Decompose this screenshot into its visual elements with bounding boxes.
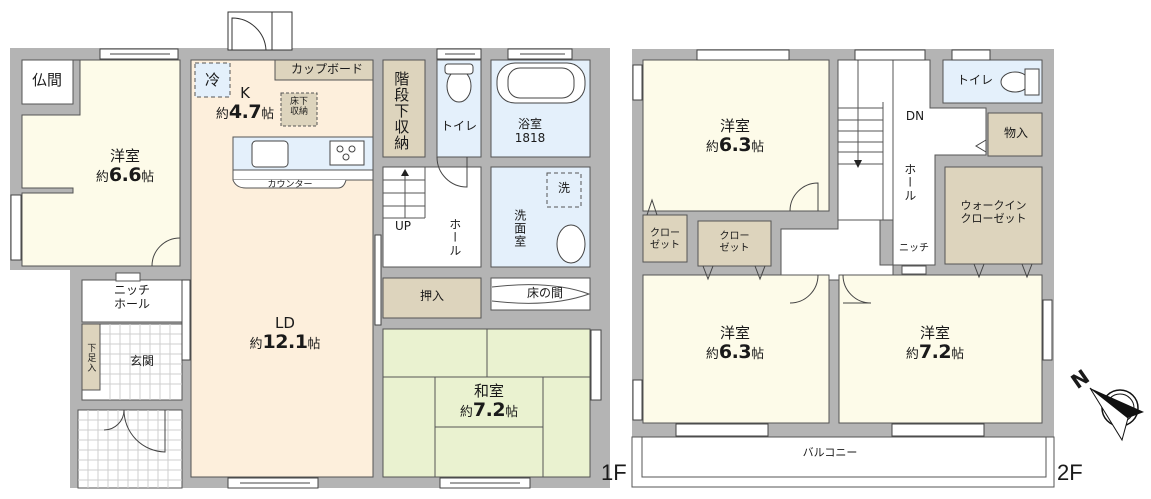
under-stair-storage-label: 階段下収納 [392,71,411,151]
area-value: 7.2 [472,399,506,422]
room-label: K [240,84,250,102]
room-label: 和室 [473,382,504,400]
room-label: 洋室 [109,147,140,165]
room-western-2f-sw: 洋室 約6.3帖 [680,324,790,364]
washer-label: 洗 [557,181,570,195]
oshiire-label: 押入 [419,289,444,303]
floor-2f-plan [631,49,1055,488]
stairs-up-label: UP [394,219,412,233]
area-unit: 帖 [261,107,275,123]
area-value: 6.6 [108,164,142,187]
room-label: 洋室 [919,324,950,342]
room-bathroom: 浴室 1818 [500,117,560,146]
room-western-2f-se: 洋室 約7.2帖 [880,324,990,364]
niche-hall-label: ニッチ ホール [113,283,150,311]
bath-size: 1818 [514,130,546,145]
room-label: 洋室 [719,324,750,342]
area-prefix: 約 [905,347,919,363]
fridge-label: 冷 [204,71,220,89]
floor-label-1f: 1F [601,460,627,485]
toilet-1f-label: トイレ [440,119,477,133]
area-value: 6.3 [718,341,752,364]
area-prefix: 約 [95,170,109,186]
area-unit: 帖 [951,347,965,363]
room-label-butsuma: 仏間 [31,71,62,89]
area-value: 12.1 [262,331,308,354]
tokonoma-label: 床の間 [526,286,563,300]
walk-in-closet-label: ウォークイン クローゼット [960,199,1027,225]
closet-b-label: クロー ゼット [719,231,750,254]
underfloor-storage-label: 床下 収納 [289,97,308,118]
area-unit: 帖 [505,405,519,421]
hall-1f-label: ホール [447,218,462,257]
niche-2f-label: ニッチ [899,243,929,254]
room-label: 浴室 [517,117,542,131]
floor-1f-plan [0,11,610,499]
washroom-label: 洗面室 [512,208,527,248]
counter-label: カウンター [267,180,313,190]
area-value: 7.2 [918,341,952,364]
room-western-2f-nw: 洋室 約6.3帖 [680,117,790,157]
shoe-storage-label: 下足入 [85,343,96,373]
room-ld: LD 約12.1帖 [230,314,340,354]
room-kitchen: K 約4.7帖 [210,84,280,124]
area-prefix: 約 [459,405,473,421]
room-western-1f: 洋室 約6.6帖 [70,147,180,187]
stairs-down-label: DN [905,109,925,123]
balcony-label: バルコニー [802,446,858,459]
area-unit: 帖 [141,170,155,186]
area-value: 4.7 [228,101,262,124]
closet-a-label: クロー ゼット [650,228,680,251]
hall-2f-label: ホール [902,163,917,202]
area-unit: 帖 [751,140,765,156]
cupboard-label: カップボード [290,62,363,76]
floor-label-2f: 2F [1057,460,1083,485]
compass-rose [1089,387,1144,442]
room-label: 洋室 [719,117,750,135]
room-label: LD [275,314,295,332]
entrance-label: 玄関 [129,354,154,368]
area-prefix: 約 [215,107,229,123]
storage-2f-label: 物入 [1003,126,1028,140]
area-prefix: 約 [705,347,719,363]
area-prefix: 約 [249,337,263,353]
area-unit: 帖 [751,347,765,363]
toilet-2f-label: トイレ [956,73,993,87]
area-prefix: 約 [705,140,719,156]
area-value: 6.3 [718,134,752,157]
room-washitsu: 和室 約7.2帖 [440,382,538,422]
area-unit: 帖 [307,337,321,353]
